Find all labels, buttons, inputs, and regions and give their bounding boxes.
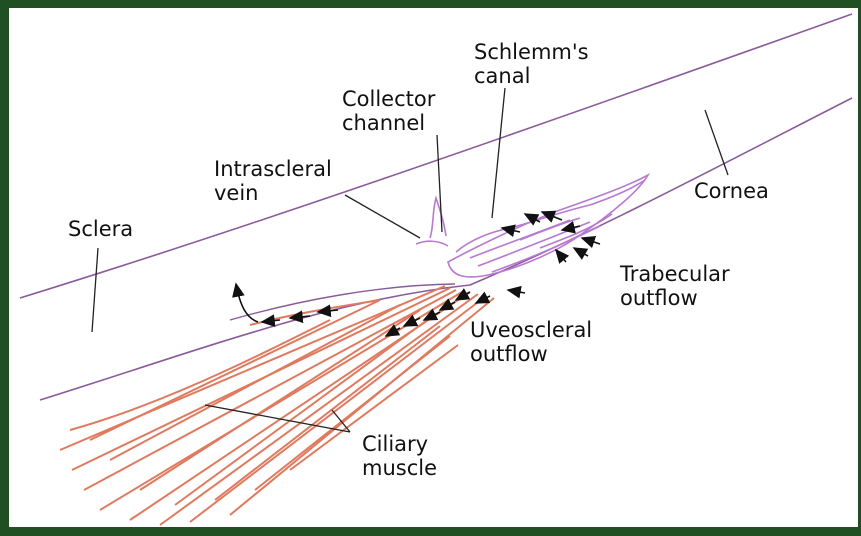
label-cornea: Cornea <box>694 179 769 203</box>
label-cornea-text: Cornea <box>694 179 769 203</box>
label-trabecular-outflow-line2: outflow <box>620 286 730 310</box>
label-ciliary-muscle: Ciliary muscle <box>362 432 437 480</box>
label-uveoscleral-outflow-line2: outflow <box>470 342 592 366</box>
label-sclera: Sclera <box>68 217 133 241</box>
label-collector-channel-line1: Collector <box>342 87 435 111</box>
label-collector-channel-line2: channel <box>342 111 435 135</box>
label-sclera-text: Sclera <box>68 217 133 241</box>
ciliary-muscle-fibers <box>60 286 494 525</box>
label-schlemms-canal-line2: canal <box>474 64 589 88</box>
label-intrascleral-vein: Intrascleral vein <box>214 157 332 205</box>
label-collector-channel: Collector channel <box>342 87 435 135</box>
label-trabecular-outflow: Trabecular outflow <box>620 262 730 310</box>
label-ciliary-muscle-line1: Ciliary <box>362 432 437 456</box>
label-schlemms-canal-line1: Schlemm's <box>474 40 589 64</box>
label-uveoscleral-outflow: Uveoscleral outflow <box>470 318 592 366</box>
label-intrascleral-vein-line2: vein <box>214 181 332 205</box>
label-ciliary-muscle-line2: muscle <box>362 456 437 480</box>
label-intrascleral-vein-line1: Intrascleral <box>214 157 332 181</box>
trabecular-meshwork <box>416 175 648 277</box>
outer-surface-line <box>20 14 852 298</box>
label-schlemms-canal: Schlemm's canal <box>474 40 589 88</box>
label-trabecular-outflow-line1: Trabecular <box>620 262 730 286</box>
label-uveoscleral-outflow-line1: Uveoscleral <box>470 318 592 342</box>
